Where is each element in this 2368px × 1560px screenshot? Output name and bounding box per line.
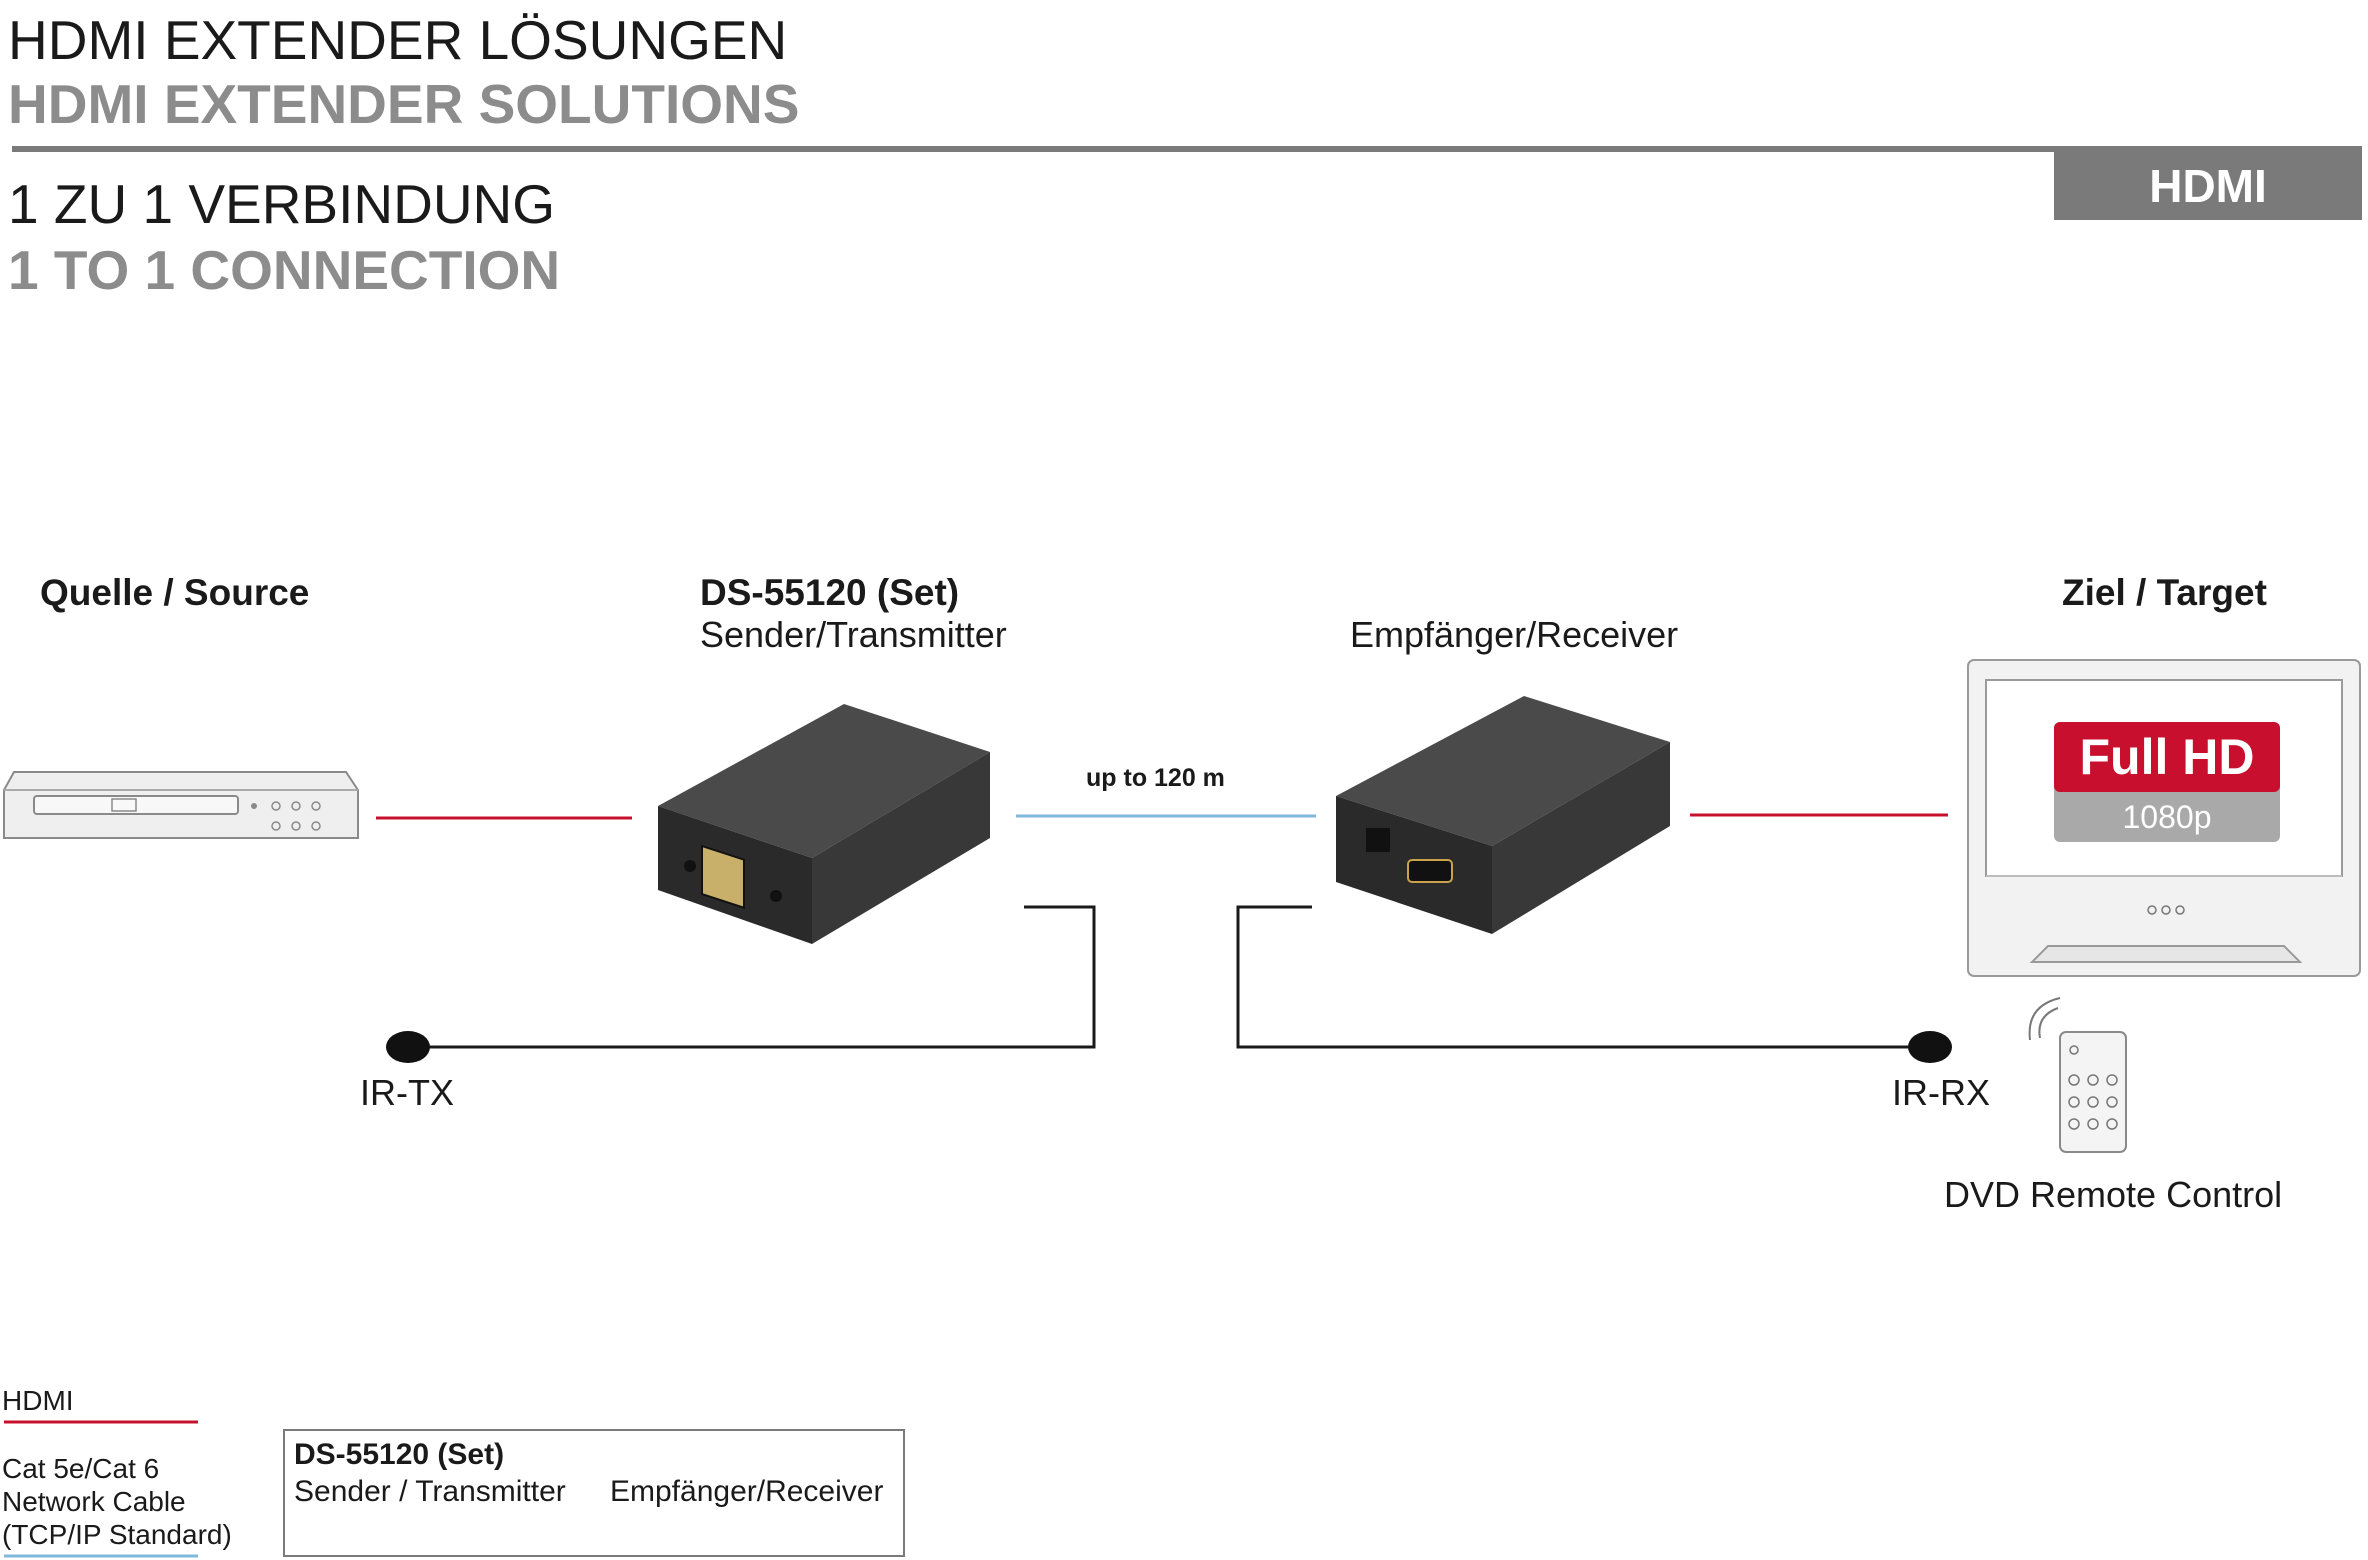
- ir-tx-label: IR-TX: [360, 1072, 454, 1113]
- set-title: DS-55120 (Set): [700, 572, 960, 613]
- tv-badge-sub: 1080p: [2122, 799, 2212, 835]
- target-label: Ziel / Target: [2062, 572, 2267, 613]
- remote-label: DVD Remote Control: [1944, 1174, 2283, 1215]
- legend-box-receiver: Empfänger/Receiver: [610, 1475, 884, 1508]
- legend-box-title: DS-55120 (Set): [294, 1438, 505, 1471]
- section-title-de: 1 ZU 1 VERBINDUNG: [8, 173, 556, 235]
- ir-rx-cable: [1236, 905, 1930, 1049]
- tv-monitor-icon: [1967, 659, 2361, 977]
- tv-badge-main: Full HD: [2079, 729, 2255, 785]
- ir-tx-sensor: [386, 1031, 430, 1063]
- ir-rx-label: IR-RX: [1892, 1072, 1990, 1113]
- transmitter-device: [658, 704, 990, 944]
- tag-top-bar: [2052, 146, 2362, 152]
- legend-cat-label-2: Network Cable: [2, 1486, 186, 1517]
- remote-control-icon: [2028, 997, 2127, 1153]
- receiver-label: Empfänger/Receiver: [1350, 614, 1679, 655]
- hdmi-tag: HDMI: [2054, 152, 2362, 220]
- transmitter-label: Sender/Transmitter: [700, 614, 1007, 655]
- legend-cat-label-1: Cat 5e/Cat 6: [2, 1453, 160, 1484]
- receiver-device: [1336, 696, 1670, 934]
- ir-rx-sensor: [1908, 1031, 1952, 1063]
- page-title-de: HDMI EXTENDER LÖSUNGEN: [8, 9, 788, 71]
- page-title-en: HDMI EXTENDER SOLUTIONS: [8, 73, 800, 135]
- legend-hdmi-label: HDMI: [2, 1385, 74, 1416]
- section-title-en: 1 TO 1 CONNECTION: [8, 239, 561, 301]
- distance-label: up to 120 m: [1086, 764, 1225, 792]
- ir-tx-cable: [408, 905, 1096, 1049]
- source-label: Quelle / Source: [40, 572, 310, 613]
- header-divider: [12, 146, 2052, 152]
- dvd-player-icon: [3, 771, 359, 839]
- legend-cat-label-3: (TCP/IP Standard): [2, 1519, 232, 1550]
- legend-box-sender: Sender / Transmitter: [294, 1475, 566, 1508]
- legend-set-box: [283, 1429, 905, 1557]
